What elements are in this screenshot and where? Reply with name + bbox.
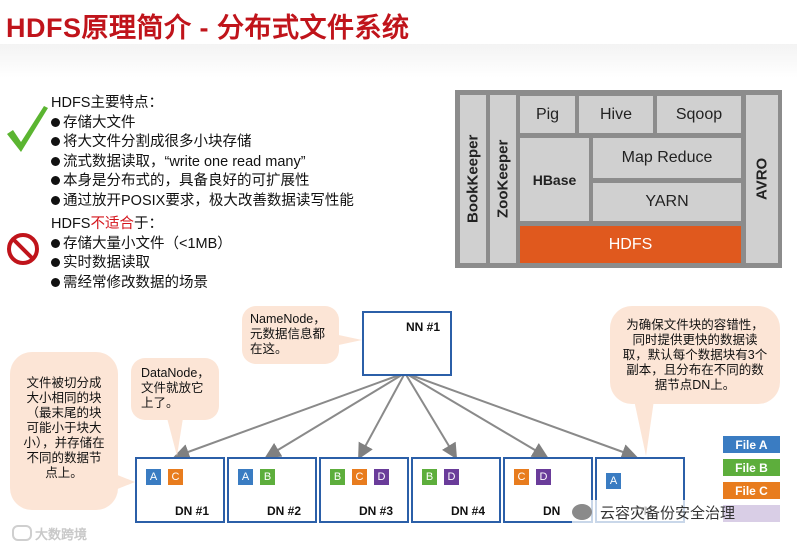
datanode-callout: DataNode，文件就放它上了。 — [131, 358, 219, 420]
block-chip-d: D — [536, 469, 551, 485]
watermark-left: 大数跨境 — [12, 524, 87, 543]
bullet-icon — [51, 195, 60, 205]
bullet-icon — [51, 117, 60, 127]
datanode-box-3: B C D DN #3 — [319, 457, 409, 523]
watermark-right: 云容灾备份安全治理 — [572, 500, 782, 524]
namenode-label: NN #1 — [406, 320, 441, 334]
datanode-box-2: A B DN #2 — [227, 457, 317, 523]
replica-callout: 为确保文件块的容错性，同时提供更快的数据读取，默认每个数据块有3个副本，且分布在… — [610, 306, 780, 404]
bullet-icon — [51, 238, 60, 248]
datanode-label: DN — [543, 504, 561, 518]
pig-block: Pig — [520, 96, 575, 133]
namenode-box: NN #1 — [362, 311, 452, 376]
bullet-icon — [51, 258, 60, 267]
hbase-block: HBase — [520, 138, 589, 221]
datanode-box-1: A C DN #1 — [135, 457, 225, 523]
datanode-label: DN #2 — [267, 504, 302, 518]
bullet-icon — [51, 137, 60, 146]
legend-file-a: File A — [723, 436, 780, 453]
unsuitable-item: 存储大量小文件（<1MB） — [51, 235, 232, 255]
block-chip-a: A — [606, 473, 621, 489]
block-chip-b: B — [330, 469, 345, 485]
split-callout-pointer — [115, 474, 135, 490]
datanode-callout-pointer — [167, 418, 183, 456]
datanode-label: DN #1 — [175, 504, 210, 518]
split-callout: 文件被切分成大小相同的块（最末尾的块可能小于块大小），并存储在不同的数据节点上。 — [10, 352, 118, 510]
namenode-callout: NameNode，元数据信息都在这。 — [242, 306, 339, 364]
legend-file-c: File C — [723, 482, 780, 499]
unsuitable-heading: HDFS不适合于： — [51, 216, 163, 232]
namenode-callout-pointer — [334, 334, 362, 346]
unsuitable-item: 实时数据读取 — [51, 254, 232, 274]
arrow-to-dn1 — [173, 372, 406, 460]
block-chip-c: C — [168, 469, 183, 485]
unsuitable-list: HDFS不适合于： 存储大量小文件（<1MB） 实时数据读取 需经常修改数据的场… — [51, 215, 232, 293]
header-bar — [0, 44, 797, 78]
arrow-to-dn5 — [404, 372, 549, 459]
bullet-icon — [51, 176, 60, 185]
prohibited-icon — [7, 233, 39, 265]
datanode-box-4: B D DN #4 — [411, 457, 501, 523]
datanode-label: DN #3 — [359, 504, 394, 518]
block-chip-b: B — [422, 469, 437, 485]
feature-item: 存储大文件 — [51, 114, 354, 134]
block-chip-d: D — [374, 469, 389, 485]
hdfs-block: HDFS — [520, 226, 741, 263]
arrow-to-dn2 — [264, 372, 406, 459]
feature-item: 本身是分布式的，具备良好的可扩展性 — [51, 172, 354, 192]
sqoop-block: Sqoop — [657, 96, 741, 133]
unsuitable-item: 需经常修改数据的场景 — [51, 274, 232, 294]
checkmark-icon — [7, 106, 48, 152]
feature-item: 将大文件分割成很多小块存储 — [51, 133, 354, 153]
features-list: HDFS主要特点： 存储大文件 将大文件分割成很多小块存储 流式数据读取，“wr… — [51, 94, 354, 211]
arrow-to-dn6 — [404, 372, 638, 460]
block-chip-c: C — [514, 469, 529, 485]
watermark-logo-icon — [12, 525, 32, 541]
arrow-to-dn4 — [404, 372, 458, 460]
block-chip-a: A — [146, 469, 161, 485]
feature-item: 流式数据读取，“write one read many” — [51, 153, 354, 173]
arrow-to-dn3 — [358, 372, 406, 460]
features-heading: HDFS主要特点： — [51, 95, 163, 111]
block-chip-d: D — [444, 469, 459, 485]
mapreduce-block: Map Reduce — [593, 138, 741, 178]
bullet-icon — [51, 277, 60, 287]
page-title: HDFS原理简介 - 分布式文件系统 — [6, 13, 410, 43]
feature-item: 通过放开POSIX要求，极大改善数据读写性能 — [51, 192, 354, 212]
yarn-block: YARN — [593, 183, 741, 221]
hadoop-stack: BookKeeper ZooKeeper Pig Hive Sqoop HBas… — [455, 90, 782, 268]
datanode-label: DN #4 — [451, 504, 486, 518]
block-chip-a: A — [238, 469, 253, 485]
bullet-icon — [51, 156, 60, 166]
hive-block: Hive — [579, 96, 653, 133]
block-chip-b: B — [260, 469, 275, 485]
replica-callout-pointer — [634, 400, 654, 456]
block-chip-c: C — [352, 469, 367, 485]
wechat-icon — [572, 504, 592, 520]
legend-file-b: File B — [723, 459, 780, 476]
